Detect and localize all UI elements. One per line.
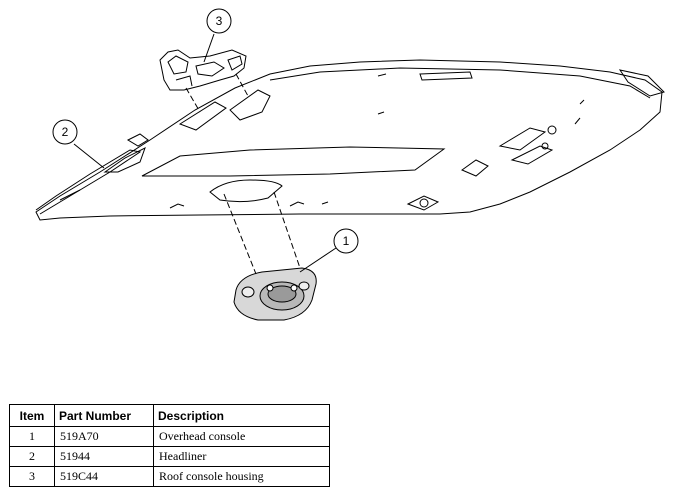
header-description: Description [153,404,330,427]
table-header-row: Item Part Number Description [9,404,330,427]
table-row: 3 519C44 Roof console housing [9,466,330,487]
headliner-panel [141,146,446,177]
roof-console-housing [159,49,247,91]
row-item: 1 [9,426,55,447]
alignment-lines [185,73,301,275]
row-part-number: 51944 [54,446,154,467]
leader-line-1 [299,247,337,273]
table-row: 1 519A70 Overhead console [9,426,330,447]
row-item: 3 [9,466,55,487]
callout-2: 2 [52,119,78,145]
callout-3: 3 [206,8,232,34]
row-part-number: 519C44 [54,466,154,487]
headliner-shape [35,59,663,221]
header-item: Item [9,404,55,427]
row-description: Headliner [153,446,330,467]
callout-3-label: 3 [216,14,223,28]
callout-1: 1 [333,228,359,254]
row-part-number: 519A70 [54,426,154,447]
row-description: Roof console housing [153,466,330,487]
leader-line-3 [203,33,215,63]
overhead-console [233,267,317,321]
table-row: 2 51944 Headliner [9,446,330,467]
leader-line-2 [73,143,105,169]
console-opening [209,179,283,203]
callout-2-label: 2 [62,125,69,139]
header-part-number: Part Number [54,404,154,427]
parts-diagram: 1 2 3 [35,8,665,321]
parts-table: Item Part Number Description 1 519A70 Ov… [9,404,330,487]
row-description: Overhead console [153,426,330,447]
callout-1-label: 1 [343,234,350,248]
row-item: 2 [9,446,55,467]
